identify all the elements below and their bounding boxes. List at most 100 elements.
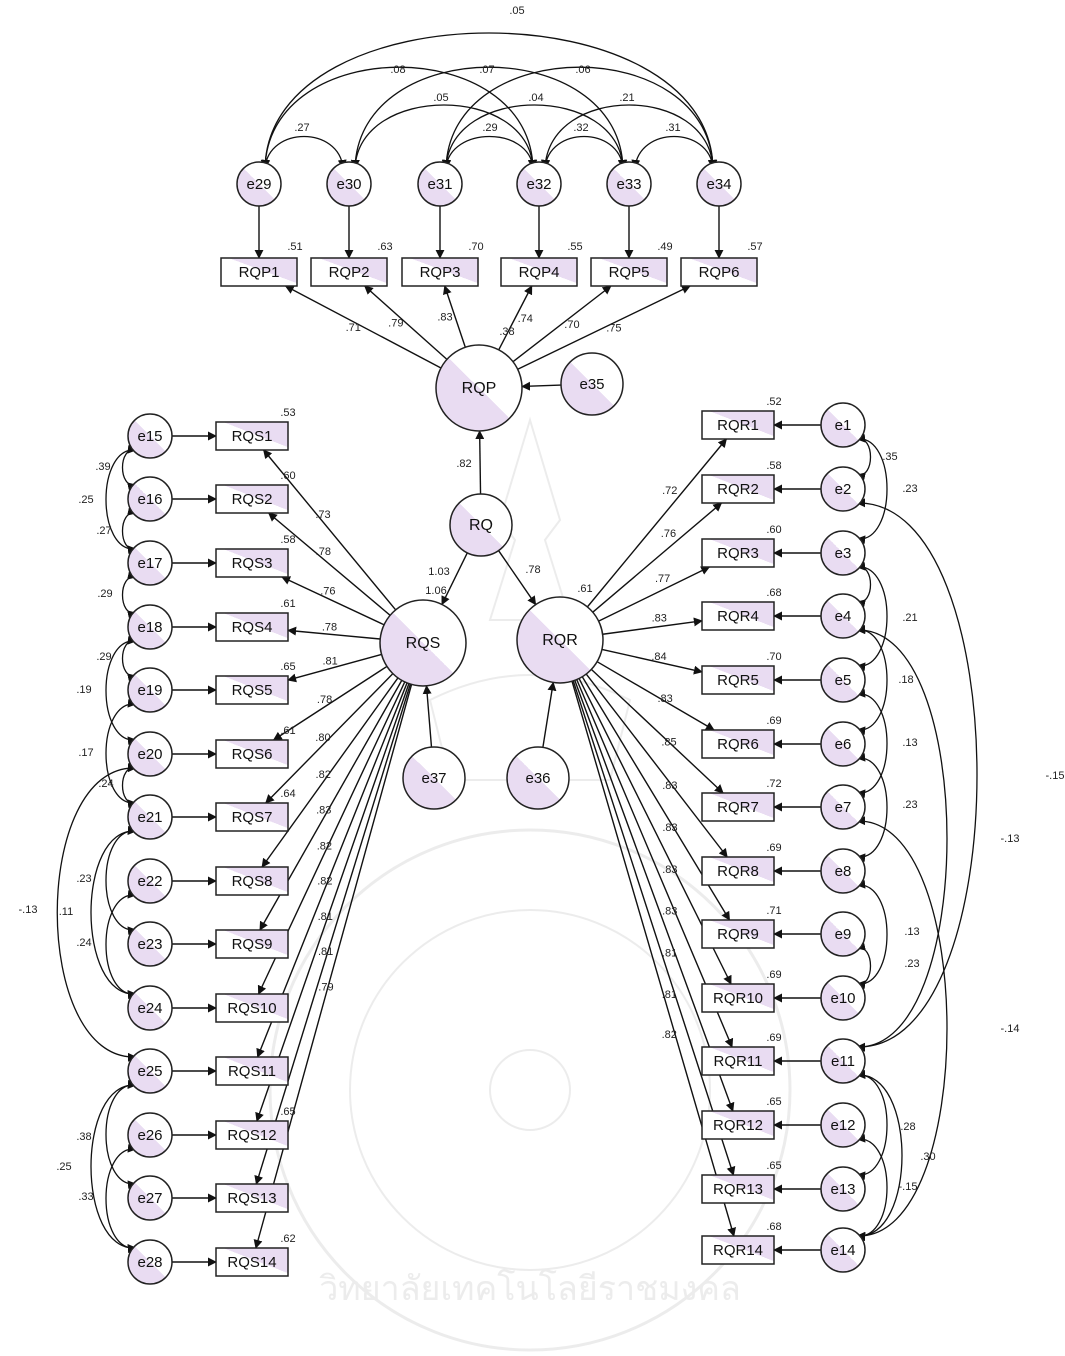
error-e22: e22: [128, 859, 172, 903]
error-e20: e20: [128, 732, 172, 776]
loading-label-rqs13: .81: [318, 946, 333, 958]
error-e13-label: e13: [830, 1181, 855, 1198]
covariance-label-rqr-11: -.15: [899, 1181, 918, 1193]
loading-label-rqs11: .82: [317, 876, 332, 888]
indicator-rqs8-label: RQS8: [232, 873, 273, 890]
covariance-rqr-13: [857, 630, 947, 1047]
path-label-rq-rqp: .82: [456, 458, 471, 470]
indicator-rqs10: RQS10: [216, 994, 288, 1022]
covariance-rqs-7: [123, 768, 137, 804]
covariance-rqp-9: [545, 137, 623, 169]
error-e27: e27: [128, 1176, 172, 1220]
error-e35: e35: [561, 353, 623, 415]
indicator-rqs7-label: RQS7: [232, 809, 273, 826]
indicator-rqr11-label: RQR11: [714, 1053, 763, 1070]
error-e23-label: e23: [137, 936, 162, 953]
covariance-rqp-8: [446, 137, 533, 169]
path-rq-rqp: [480, 431, 481, 494]
loading-label-rqr14: .82: [662, 1029, 677, 1041]
path-label-rq-rqr: .78: [525, 564, 540, 576]
error-e19: e19: [128, 668, 172, 712]
indicator-rqr3: RQR3: [702, 539, 774, 567]
error-e12: e12: [821, 1103, 865, 1147]
loading-label-rqs4: .78: [322, 621, 337, 633]
r2-label-rqp6: .57: [747, 241, 762, 253]
covariance-rqp-3: [446, 67, 713, 168]
covariance-label-rqp-1: .08: [390, 64, 405, 76]
indicator-rqr13-label: RQR13: [713, 1181, 763, 1198]
covariance-label-rqr-0: .35: [882, 451, 897, 463]
r2-label-rqs2: .60: [280, 470, 295, 482]
error-e25: e25: [128, 1049, 172, 1093]
indicator-rqs8: RQS8: [216, 867, 288, 895]
error-e10-label: e10: [830, 990, 855, 1007]
indicator-rqp6: RQP6: [681, 258, 757, 286]
indicator-rqs2-label: RQS2: [232, 491, 273, 508]
error-e29: e29: [237, 162, 281, 206]
path-rqp-rqp1: [286, 286, 441, 368]
error-e31: e31: [418, 162, 462, 206]
covariance-rqr-14: [857, 821, 947, 1236]
loading-label-rqr2: .76: [661, 528, 676, 540]
indicator-rqr1-label: RQR1: [717, 417, 759, 434]
indicator-rqs14: RQS14: [216, 1248, 288, 1276]
latent-rqs-label: RQS: [406, 635, 441, 652]
error-e11: e11: [821, 1039, 865, 1083]
error-e6-label: e6: [835, 736, 852, 753]
r2-label-rqr14: .68: [766, 1221, 781, 1233]
covariance-label-rqs-6: .17: [78, 747, 93, 759]
indicator-rqr8: RQR8: [702, 857, 774, 885]
indicator-rqr10: RQR10: [702, 984, 774, 1012]
covariance-label-rqr-7: .23: [904, 958, 919, 970]
latent-rqp-label: RQP: [462, 380, 497, 397]
error-e1-label: e1: [835, 417, 852, 434]
indicator-rqs9: RQS9: [216, 930, 288, 958]
loading-label-rqs6: .78: [317, 694, 332, 706]
loading-label-rqp4: .74: [518, 313, 533, 325]
indicator-rqs3: RQS3: [216, 549, 288, 577]
indicator-rqs13: RQS13: [216, 1184, 288, 1212]
covariance-rqp-6: [545, 105, 713, 168]
covariance-label-rqs-2: .27: [96, 525, 111, 537]
path-e36-rqr: [543, 682, 553, 747]
error-e19-label: e19: [137, 682, 162, 699]
covariance-label-rqr-9: .28: [900, 1121, 915, 1133]
covariance-label-rqr-6: .13: [904, 926, 919, 938]
indicator-rqs12-label: RQS12: [227, 1127, 276, 1144]
error-e35-label: e35: [579, 376, 604, 393]
r2-label-rqp2: .63: [377, 241, 392, 253]
indicator-rqp4-label: RQP4: [519, 264, 560, 281]
covariance-label-rqs-0: .39: [95, 461, 110, 473]
covariance-label-rqp-8: .29: [482, 122, 497, 134]
loading-label-rqs12: .81: [318, 911, 333, 923]
latent-rqr: RQR: [517, 597, 603, 683]
r2-label-rqr12: .65: [766, 1096, 781, 1108]
error-e2-label: e2: [835, 481, 852, 498]
error-e9-label: e9: [835, 926, 852, 943]
covariance-label-rqs-8: .23: [76, 873, 91, 885]
r2-label-rqr8: .69: [766, 842, 781, 854]
covariance-rqr-0: [857, 439, 871, 476]
error-e5-label: e5: [835, 672, 852, 689]
indicator-rqr12: RQR12: [702, 1111, 774, 1139]
loading-label-rqs1: .73: [315, 509, 330, 521]
covariance-label-rqs-4: .29: [96, 651, 111, 663]
error-e13: e13: [821, 1167, 865, 1211]
loading-label-rqp2: .79: [388, 318, 403, 330]
covariance-label-rqp-2: .07: [479, 64, 494, 76]
indicator-rqr8-label: RQR8: [717, 863, 759, 880]
indicator-rqr10-label: RQR10: [713, 990, 763, 1007]
covariance-label-rqs-7: .24: [98, 778, 113, 790]
indicator-rqr12-label: RQR12: [713, 1117, 763, 1134]
loading-label-rqr13: .81: [662, 989, 677, 1001]
error-e24: e24: [128, 986, 172, 1030]
indicator-rqs9-label: RQS9: [232, 936, 273, 953]
error-e32-label: e32: [526, 176, 551, 193]
loading-label-rqr6: .83: [657, 693, 672, 705]
covariance-label-rqp-3: .06: [575, 64, 590, 76]
error-e14-label: e14: [830, 1242, 855, 1259]
error-e18-label: e18: [137, 619, 162, 636]
error-e34: e34: [697, 162, 741, 206]
covariance-label-rqp-4: .05: [433, 92, 448, 104]
